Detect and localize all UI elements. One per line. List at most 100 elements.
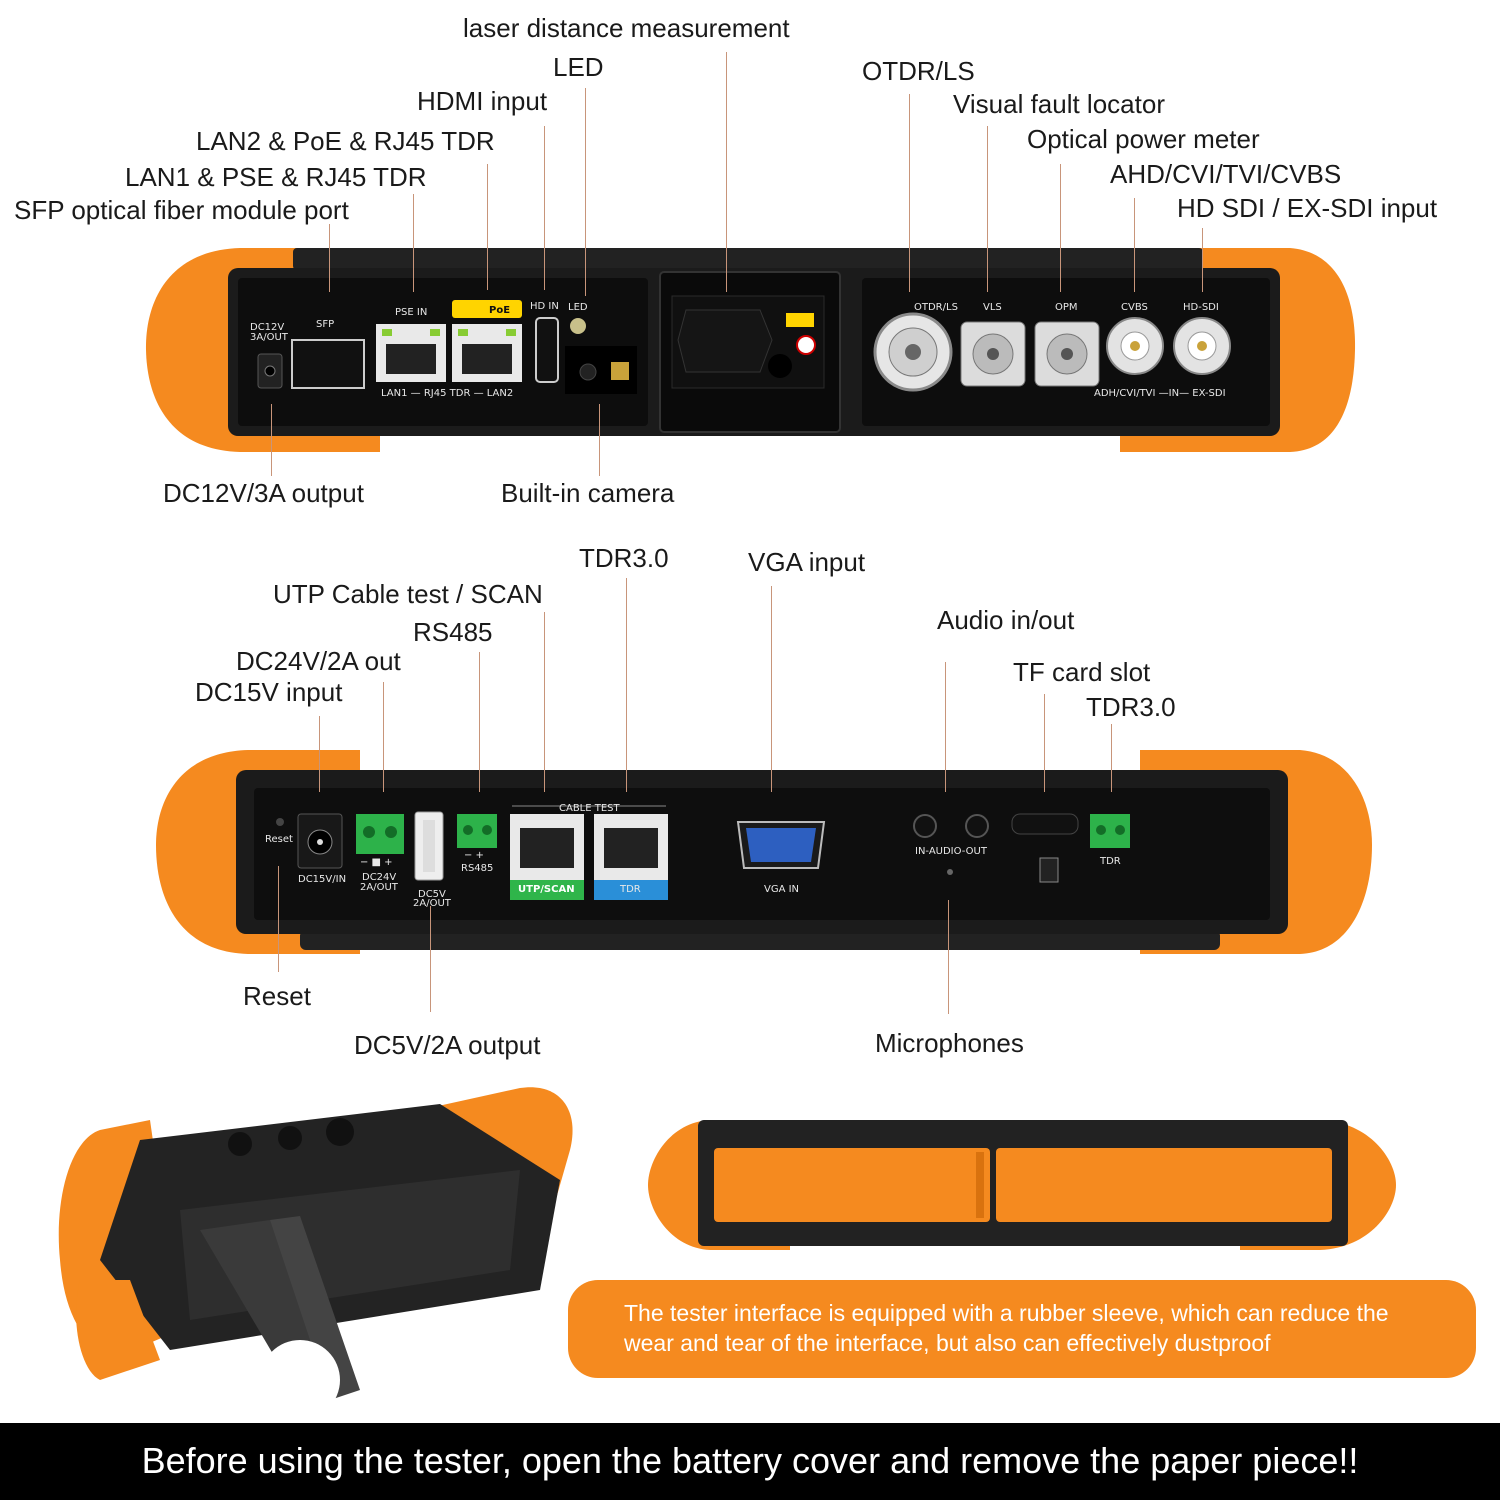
callout-audio: Audio in/out <box>937 605 1075 635</box>
leader-lan2 <box>487 164 489 290</box>
top-device-illustration <box>145 248 1356 452</box>
microphone-hole <box>947 869 953 875</box>
plabel-tdr-port: TDR <box>1100 856 1121 867</box>
plabel-reset: Reset <box>265 834 293 845</box>
plabel-opm: OPM <box>1055 302 1078 313</box>
leader-vga <box>771 586 773 792</box>
callout-laser: laser distance measurement <box>463 13 790 43</box>
callout-mic: Microphones <box>875 1028 1024 1058</box>
plabel-bnc-row: ADH/CVI/TVI —IN— EX-SDI <box>1094 388 1226 399</box>
tdr-tag <box>594 880 668 900</box>
stand-view-illustration <box>58 1087 573 1420</box>
note-banner: The tester interface is equipped with a … <box>568 1280 1476 1378</box>
reset-hole <box>276 818 284 826</box>
leader-tdr-a <box>626 578 628 792</box>
leader-tf <box>1044 694 1046 792</box>
leader-utp <box>544 612 546 792</box>
leader-vfl <box>987 126 989 292</box>
callout-sfp: SFP optical fiber module port <box>14 195 349 225</box>
leader-lan1 <box>413 194 415 292</box>
callout-lan1: LAN1 & PSE & RJ45 TDR <box>125 162 427 192</box>
rubber-cover-illustration <box>648 1120 1396 1250</box>
leader-opm <box>1060 164 1062 292</box>
leader-camera <box>599 404 601 476</box>
leader-audio <box>945 662 947 792</box>
plabel-cable-test: CABLE TEST <box>559 803 620 814</box>
led-indicator <box>570 318 586 334</box>
callout-opm: Optical power meter <box>1027 124 1260 154</box>
plabel-hd-in: HD IN <box>530 301 559 312</box>
plabel-dc15: DC15V/IN <box>298 874 347 885</box>
plabel-pse-in: PSE IN <box>395 307 428 318</box>
top-shell-lip <box>293 248 1203 270</box>
callout-vfl: Visual fault locator <box>953 89 1165 119</box>
poe-badge <box>452 300 522 318</box>
callout-tdr-b: TDR3.0 <box>1086 692 1176 722</box>
plabel-dc24: DC24V <box>362 872 397 883</box>
tf-slot <box>1011 813 1079 835</box>
leader-dc12 <box>271 404 273 476</box>
plabel-tdr: TDR <box>620 884 641 895</box>
callout-reset: Reset <box>243 981 311 1011</box>
plabel-poe: PoE <box>489 305 511 316</box>
plabel-rs485: RS485 <box>461 863 494 874</box>
plabel-vls: VLS <box>983 302 1002 313</box>
plabel-otdr: OTDR/LS <box>914 302 958 313</box>
callout-hdmi: HDMI input <box>417 86 548 116</box>
callout-tf: TF card slot <box>1013 657 1151 687</box>
plabel-utp-scan: UTP/SCAN <box>518 884 575 895</box>
leader-laser <box>726 52 728 292</box>
note-text: The tester interface is equipped with a … <box>624 1300 1389 1356</box>
callout-otdr: OTDR/LS <box>862 56 975 86</box>
callout-camera: Built-in camera <box>501 478 675 508</box>
callout-dc5: DC5V/2A output <box>354 1030 541 1060</box>
plabel-rj45-row: LAN1 — RJ45 TDR — LAN2 <box>381 388 514 399</box>
utp-tag <box>510 880 584 900</box>
callout-ahd: AHD/CVI/TVI/CVBS <box>1110 159 1342 189</box>
callout-tdr-a: TDR3.0 <box>579 543 669 573</box>
plabel-dc12: DC12V <box>250 322 285 333</box>
audio-in-jack <box>913 814 937 838</box>
plabel-dc12b: 3A/OUT <box>250 332 288 343</box>
plabel-polarity-a: − ■ + <box>360 857 393 868</box>
footer-text: Before using the tester, open the batter… <box>141 1440 1359 1481</box>
callout-led: LED <box>553 52 604 82</box>
leader-dc24 <box>383 682 385 792</box>
leader-otdr <box>909 94 911 292</box>
plabel-led: LED <box>568 302 588 313</box>
leader-dc15 <box>319 716 321 792</box>
hdmi-port <box>535 317 559 383</box>
footer-banner: Before using the tester, open the batter… <box>0 1423 1500 1500</box>
leader-mic <box>948 900 950 1014</box>
dc24-terminal <box>356 814 404 854</box>
callout-vga: VGA input <box>748 547 866 577</box>
leader-dc5 <box>430 906 432 1012</box>
sfp-port <box>291 339 365 389</box>
audio-out-jack <box>965 814 989 838</box>
plabel-sfp: SFP <box>316 319 335 330</box>
plabel-dc5: DC5V <box>418 889 446 900</box>
callout-lan2: LAN2 & PoE & RJ45 TDR <box>196 126 495 156</box>
callout-hdsdi: HD SDI / EX-SDI input <box>1177 193 1438 223</box>
callout-dc12: DC12V/3A output <box>163 478 364 508</box>
callout-dc15: DC15V input <box>195 677 343 707</box>
plabel-hdsdi: HD-SDI <box>1183 302 1219 313</box>
plabel-cvbs: CVBS <box>1121 302 1148 313</box>
plabel-dc5b: 2A/OUT <box>413 898 451 909</box>
leader-tdr-b <box>1111 724 1113 792</box>
leader-hdsdi <box>1202 228 1204 292</box>
callout-dc24: DC24V/2A out <box>236 646 401 676</box>
leader-sfp <box>329 224 331 292</box>
plabel-audio: IN-AUDIO-OUT <box>915 846 987 857</box>
callout-utp: UTP Cable test / SCAN <box>273 579 543 609</box>
plabel-vga-in: VGA IN <box>764 884 800 895</box>
leader-ahd <box>1134 198 1136 292</box>
leader-reset <box>278 866 280 972</box>
leader-hdmi <box>544 126 546 290</box>
plabel-polarity-b: − + <box>464 850 484 861</box>
callout-rs485: RS485 <box>413 617 493 647</box>
plabel-dc24b: 2A/OUT <box>360 882 398 893</box>
leader-rs485 <box>479 652 481 792</box>
leader-led <box>585 88 587 296</box>
